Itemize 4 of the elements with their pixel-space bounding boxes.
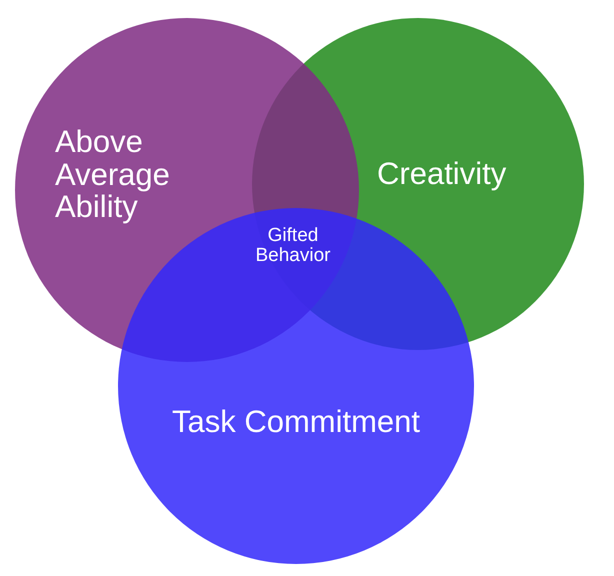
circle-label: Above Average Ability	[55, 126, 171, 224]
circle-label: Creativity	[377, 158, 508, 191]
overlap-label: Gifted Behavior	[254, 226, 332, 266]
circle-label: Task Commitment	[170, 406, 422, 439]
